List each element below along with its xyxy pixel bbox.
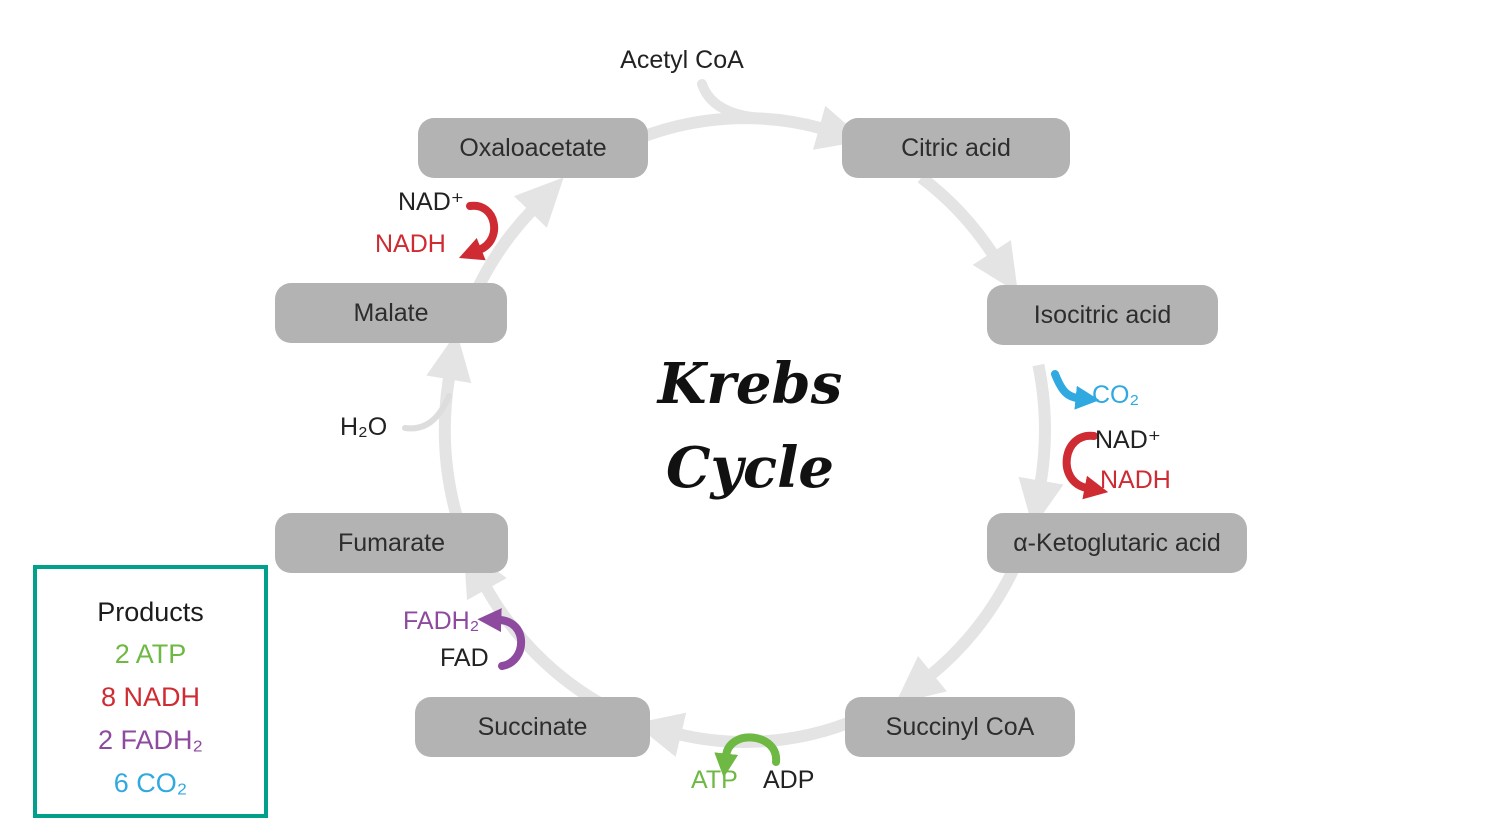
products-summary-box: Products 2 ATP 8 NADH 2 FADH₂ 6 CO₂	[33, 565, 268, 818]
h2o-label: H₂O	[340, 413, 388, 441]
arrow-citric-to-isocitric	[917, 172, 1018, 293]
product-item-co2: 6 CO₂	[113, 768, 188, 798]
compound-box-succinate: Succinate	[415, 697, 650, 757]
nadh-label-right: NADH	[1100, 466, 1171, 494]
fadh2-label: FADH₂	[403, 607, 480, 635]
adp-label: ADP	[763, 766, 815, 794]
compound-box-alpha-ketoglutaric-acid: α-Ketoglutaric acid	[987, 513, 1247, 573]
fad-label: FAD	[440, 644, 489, 672]
h2o-entry-line	[402, 393, 452, 432]
product-item-fadh2: 2 FADH₂	[97, 725, 203, 755]
co2-label: CO₂	[1092, 381, 1140, 409]
compound-box-oxaloacetate: Oxaloacetate	[418, 118, 648, 178]
cycle-title: Krebs Cycle	[620, 342, 880, 510]
compound-box-malate: Malate	[275, 283, 507, 343]
arrow-fumarate-to-malate	[426, 332, 472, 523]
co2-release-arrow-icon	[1051, 370, 1100, 410]
nad-plus-label-right: NAD⁺	[1095, 426, 1161, 454]
arrow-isocitric-to-aketoglutaric	[1018, 363, 1064, 528]
adp-to-atp-arrow-icon	[714, 733, 781, 778]
compound-box-citric-acid: Citric acid	[842, 118, 1070, 178]
nad-to-nadh-arrow-left-icon	[458, 201, 499, 261]
acetyl-coa-entry-line	[697, 79, 765, 123]
product-item-atp: 2 ATP	[114, 639, 187, 669]
fad-to-fadh2-arrow-icon	[477, 608, 526, 670]
compound-box-succinyl-coa: Succinyl CoA	[845, 697, 1075, 757]
nadh-label-left: NADH	[375, 230, 446, 258]
compound-box-isocitric-acid: Isocitric acid	[987, 285, 1218, 345]
nad-to-nadh-arrow-right-icon	[1062, 431, 1109, 500]
acetyl-coa-label: Acetyl CoA	[620, 46, 744, 74]
atp-label: ATP	[691, 766, 738, 794]
product-item-nadh: 8 NADH	[100, 682, 201, 712]
cycle-title-line1: Krebs	[657, 351, 843, 417]
compound-box-fumarate: Fumarate	[275, 513, 508, 573]
cycle-title-line2: Cycle	[665, 435, 835, 501]
products-title: Products	[97, 597, 204, 627]
arrow-succinate-to-fumarate	[463, 547, 626, 721]
nad-plus-label-left: NAD⁺	[398, 188, 464, 216]
